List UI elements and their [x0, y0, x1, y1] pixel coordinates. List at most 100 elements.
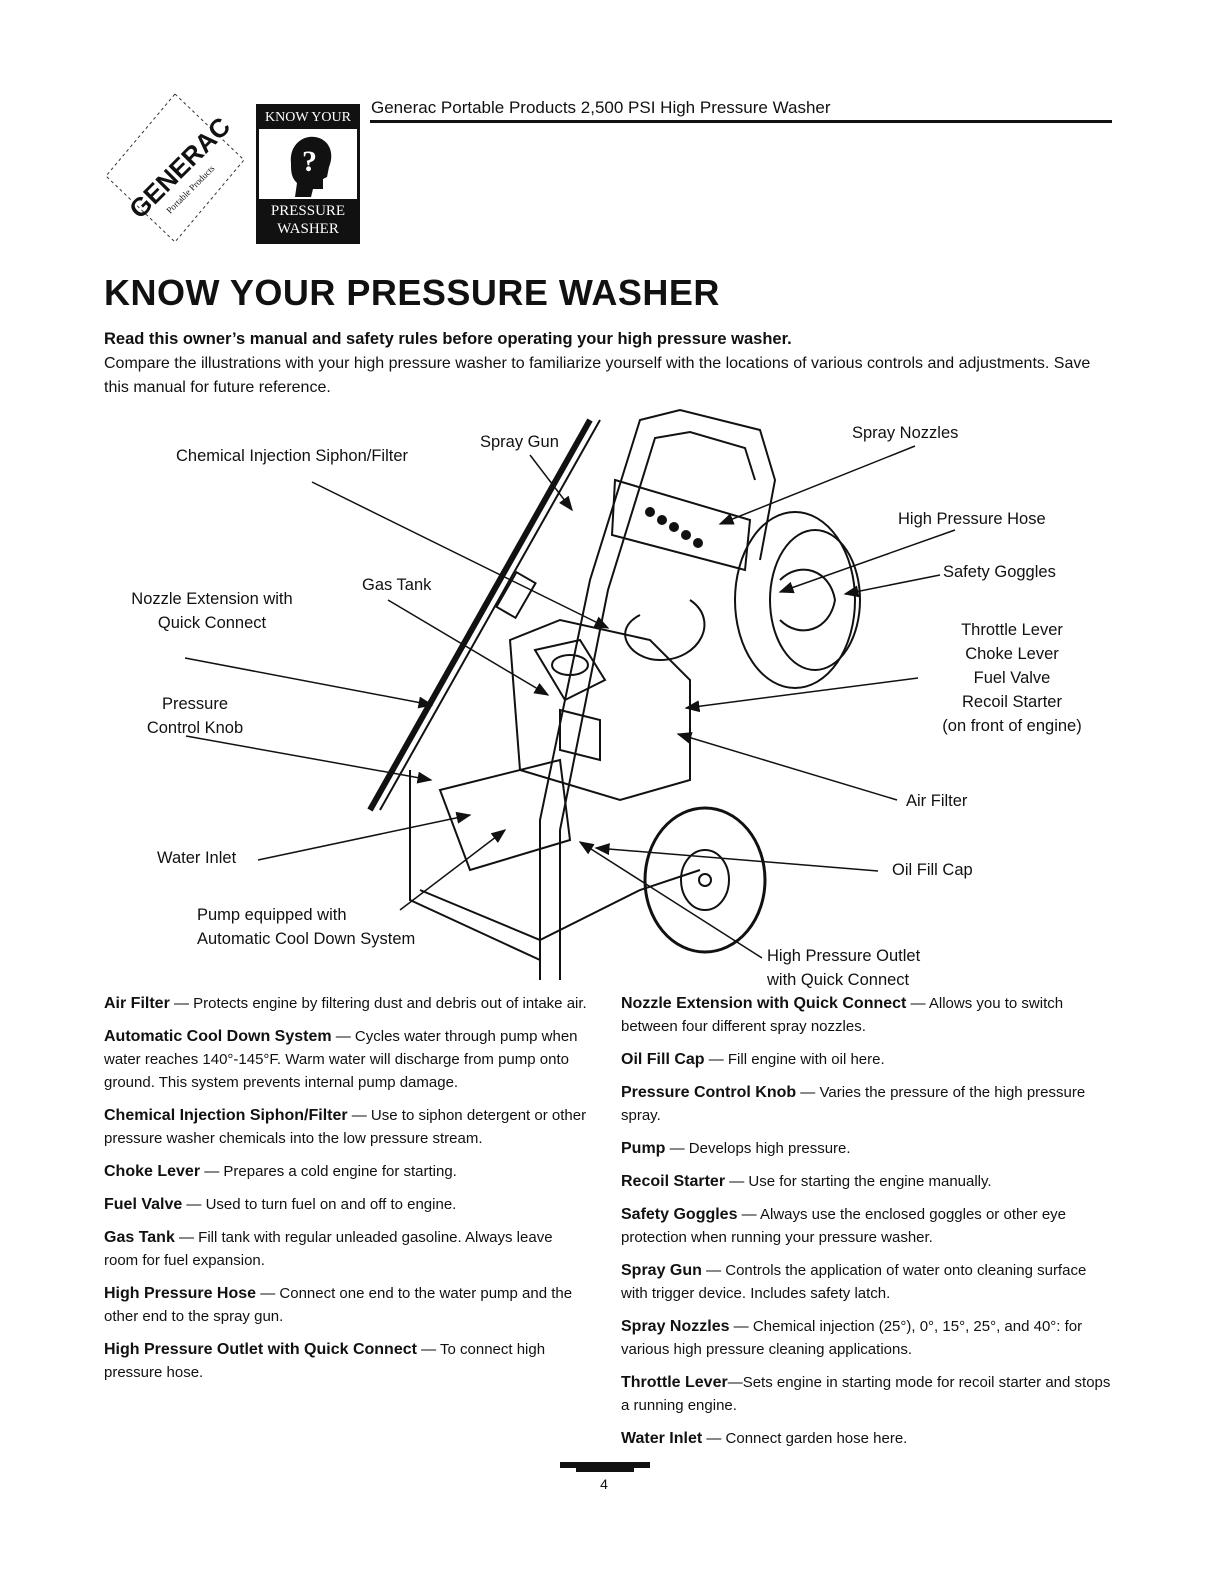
glossary-term: Safety Goggles [621, 1206, 738, 1223]
glossary-description: — Connect garden hose here. [702, 1430, 908, 1447]
spray-gun-leader [529, 454, 573, 512]
footer-bar-lower [576, 1468, 634, 1472]
badge-bottom-line-1: PRESSURE [270, 203, 346, 219]
glossary-description: — Develops high pressure. [665, 1140, 851, 1157]
pressure-knob-leader [185, 735, 433, 784]
callout-outlet-line-1: High Pressure Outlet [767, 947, 921, 965]
glossary-description: — Connect one end to the water pump and … [104, 1285, 573, 1325]
throttle-leader [684, 677, 919, 713]
spray-nozzles-leader [718, 445, 916, 525]
glossary-entry: High Pressure Hose — Connect one end to … [104, 1282, 588, 1328]
air-filter-leader [676, 732, 898, 801]
glossary-term: High Pressure Hose [104, 1285, 257, 1302]
glossary-entry: Throttle Lever—Sets engine in starting m… [621, 1371, 1111, 1417]
glossary-entry: Pump — Develops high pressure. [621, 1137, 1111, 1160]
callout-gas-tank: Gas Tank [362, 576, 432, 594]
header-title: Generac Portable Products 2,500 PSI High… [371, 98, 831, 117]
callout-spray-nozzles: Spray Nozzles [852, 424, 959, 442]
gas-tank-leader [387, 599, 550, 696]
glossary-description: — Controls the application of water onto… [621, 1262, 1087, 1302]
callout-high-pressure-outlet: High Pressure Outlet with Quick Connect [767, 944, 920, 992]
header-rule [370, 120, 1112, 123]
glossary-term: Air Filter [104, 995, 170, 1012]
glossary-term: Pump [621, 1140, 666, 1157]
glossary-entry: Spray Gun — Controls the application of … [621, 1259, 1111, 1305]
page-title: KNOW YOUR PRESSURE WASHER [104, 272, 720, 313]
oil-fill-leader [594, 843, 879, 872]
glossary-description: — Allows you to switch between four diff… [621, 995, 1064, 1035]
glossary-description: — Always use the enclosed goggles or oth… [621, 1206, 1067, 1246]
glossary-entry: Water Inlet — Connect garden hose here. [621, 1427, 1111, 1450]
glossary-term: Automatic Cool Down System [104, 1028, 332, 1045]
badge-bottom-line-2: WASHER [277, 221, 339, 237]
callout-safety-goggles: Safety Goggles [943, 563, 1056, 581]
callout-pump-line-1: Pump equipped with [197, 906, 347, 924]
badge-bottom-label: PRESSURE WASHER [259, 199, 357, 241]
glossary-description: — Varies the pressure of the high pressu… [621, 1084, 1086, 1124]
callout-chemical-injection: Chemical Injection Siphon/Filter [176, 447, 409, 465]
glossary-entry: Air Filter — Protects engine by filterin… [104, 992, 588, 1015]
glossary-entry: Chemical Injection Siphon/Filter — Use t… [104, 1104, 588, 1150]
chemical-leader [311, 481, 610, 629]
callout-water-inlet: Water Inlet [157, 849, 237, 867]
glossary-term: Gas Tank [104, 1229, 175, 1246]
glossary-description: — Fill tank with regular unleaded gasoli… [104, 1229, 553, 1269]
callout-leaders [184, 445, 956, 959]
callout-nozzle-extension-line-2: Quick Connect [157, 614, 267, 632]
glossary-term: Chemical Injection Siphon/Filter [104, 1107, 348, 1124]
callout-fuel-valve: Fuel Valve [973, 669, 1051, 687]
washer-illustration [367, 408, 861, 980]
question-head-icon: ? [290, 136, 332, 197]
callout-pump-line-2: Automatic Cool Down System [197, 930, 416, 948]
callout-pump: Pump equipped with Automatic Cool Down S… [197, 903, 415, 951]
page-number: 4 [600, 1476, 608, 1492]
generac-logo-text: GENERAC [123, 111, 236, 224]
glossary-description: — To connect high pressure hose. [104, 1341, 546, 1381]
glossary-description: — Use for starting the engine manually. [725, 1173, 992, 1190]
intro-warning: Read this owner’s manual and safety rule… [104, 330, 792, 348]
glossary-term: Pressure Control Knob [621, 1084, 797, 1101]
callout-throttle-lever: Throttle Lever [961, 621, 1063, 639]
know-your-pressure-washer-badge: KNOW YOUR ? PRESSURE WASHER [256, 104, 360, 244]
callout-front-of-engine: (on front of engine) [942, 717, 1082, 735]
glossary-term: High Pressure Outlet with Quick Connect [104, 1341, 417, 1358]
badge-top-label: KNOW YOUR [259, 107, 357, 129]
glossary-description: — Cycles water through pump when water r… [104, 1028, 578, 1091]
glossary-entry: High Pressure Outlet with Quick Connect … [104, 1338, 588, 1384]
generac-logo: GENERAC Portable Products [105, 93, 245, 243]
water-inlet-leader [257, 811, 472, 861]
callout-pressure-line-1: Pressure [161, 695, 229, 713]
glossary-entry: Gas Tank — Fill tank with regular unlead… [104, 1226, 588, 1272]
callout-recoil-starter: Recoil Starter [962, 693, 1062, 711]
glossary-description: — Use to siphon detergent or other press… [104, 1107, 587, 1147]
glossary-description: — Chemical injection (25°), 0°, 15°, 25°… [621, 1318, 1083, 1358]
callout-nozzle-extension-line-1: Nozzle Extension with [131, 590, 293, 608]
glossary-entry: Oil Fill Cap — Fill engine with oil here… [621, 1048, 1111, 1071]
glossary-entry: Choke Lever — Prepares a cold engine for… [104, 1160, 588, 1183]
callout-spray-gun: Spray Gun [480, 433, 559, 451]
callout-choke-lever: Choke Lever [965, 645, 1059, 663]
glossary-entry: Pressure Control Knob — Varies the press… [621, 1081, 1111, 1127]
glossary-right-column: Nozzle Extension with Quick Connect — Al… [621, 992, 1111, 1460]
glossary-entry: Spray Nozzles — Chemical injection (25°)… [621, 1315, 1111, 1361]
glossary-description: — Fill engine with oil here. [704, 1051, 885, 1068]
callout-oil-fill-cap: Oil Fill Cap [892, 861, 973, 879]
glossary-term: Spray Gun [621, 1262, 702, 1279]
glossary-term: Choke Lever [104, 1163, 201, 1180]
outlet-leader [578, 841, 763, 959]
glossary-entry: Fuel Valve — Used to turn fuel on and of… [104, 1193, 588, 1216]
glossary-description: — Protects engine by filtering dust and … [169, 995, 587, 1012]
glossary-description: — Used to turn fuel on and off to engine… [182, 1196, 457, 1213]
glossary-entry: Safety Goggles — Always use the enclosed… [621, 1203, 1111, 1249]
callout-outlet-line-2: with Quick Connect [767, 971, 910, 989]
glossary-left-column: Air Filter — Protects engine by filterin… [104, 992, 588, 1394]
glossary-term: Oil Fill Cap [621, 1051, 705, 1068]
callout-nozzle-extension: Nozzle Extension with Quick Connect [112, 587, 312, 635]
glossary-description: — Prepares a cold engine for starting. [200, 1163, 457, 1180]
glossary-term: Throttle Lever [621, 1374, 728, 1391]
pump-leader [399, 829, 507, 911]
callout-pressure-line-2: Control Knob [146, 719, 244, 737]
glossary-entry: Nozzle Extension with Quick Connect — Al… [621, 992, 1111, 1038]
glossary-term: Recoil Starter [621, 1173, 726, 1190]
footer-bar [560, 1462, 650, 1468]
